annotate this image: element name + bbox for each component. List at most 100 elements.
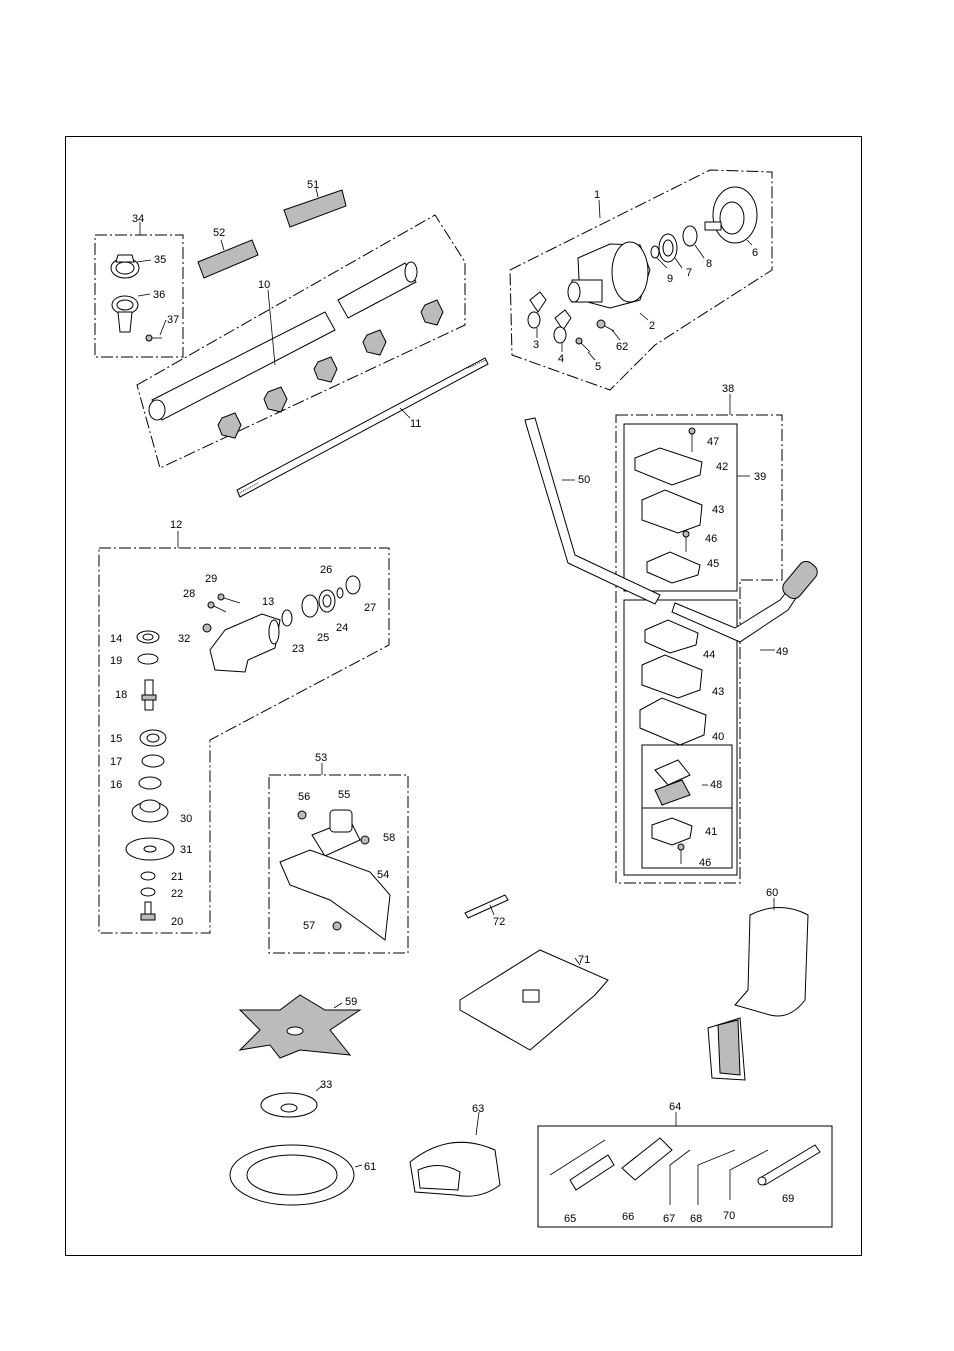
- label-51: 51: [307, 179, 319, 191]
- screw-32-drawing: [202, 623, 212, 633]
- label-6: 6: [752, 247, 758, 259]
- clutch-drum-6-drawing: [704, 186, 758, 244]
- drive-shaft-11-drawing: [236, 357, 489, 498]
- label-54: 54: [377, 869, 389, 881]
- label-62: 62: [616, 341, 628, 353]
- label-60: 60: [766, 887, 778, 899]
- label-21: 21: [171, 871, 183, 883]
- clamp-43b-drawing: [641, 654, 703, 699]
- label-45: 45: [707, 558, 719, 570]
- label-59: 59: [345, 996, 357, 1008]
- label-72: 72: [493, 916, 505, 928]
- label-46a: 46: [705, 533, 717, 545]
- label-4: 4: [558, 353, 564, 365]
- clamp-36-drawing: [111, 295, 139, 333]
- bearing-25-drawing: [301, 594, 319, 618]
- guard-ring-61-drawing: [229, 1144, 355, 1206]
- label-41: 41: [705, 826, 717, 838]
- washer-19-drawing: [137, 653, 159, 665]
- label-66: 66: [622, 1211, 634, 1223]
- label-70: 70: [723, 1210, 735, 1222]
- label-47: 47: [707, 436, 719, 448]
- label-43b: 43: [712, 686, 724, 698]
- bearing-7-drawing: [658, 233, 678, 263]
- group-41-box: [641, 807, 733, 869]
- bracket-55-drawing: [311, 809, 361, 857]
- group-10-box: [136, 214, 466, 469]
- harness-60-drawing: [707, 907, 809, 1081]
- label-9: 9: [667, 273, 673, 285]
- label-39: 39: [754, 471, 766, 483]
- goggles-63-drawing: [409, 1141, 501, 1197]
- guard-54-drawing: [279, 849, 391, 941]
- plate-71-drawing: [459, 949, 609, 1051]
- label-55: 55: [338, 789, 350, 801]
- screw-56-drawing: [297, 810, 307, 820]
- label-3: 3: [533, 339, 539, 351]
- screw-5-drawing: [575, 337, 591, 353]
- label-43a: 43: [712, 504, 724, 516]
- group-38-box: [615, 414, 783, 884]
- collar-30-drawing: [131, 799, 169, 823]
- label-18: 18: [115, 689, 127, 701]
- label-14: 14: [110, 633, 122, 645]
- label-65: 65: [564, 1213, 576, 1225]
- label-68: 68: [690, 1213, 702, 1225]
- clamp-4-drawing: [553, 309, 572, 344]
- label-50: 50: [578, 474, 590, 486]
- label-71: 71: [578, 954, 590, 966]
- label-53: 53: [315, 752, 327, 764]
- handle-50-drawing: [524, 417, 661, 605]
- group-64-box: [537, 1125, 833, 1228]
- label-33: 33: [320, 1079, 332, 1091]
- sleeve-51-drawing: [283, 189, 347, 228]
- snap-ring-16-drawing: [138, 776, 162, 790]
- clamp-45-drawing: [646, 551, 701, 584]
- tool-65-drawing: [549, 1139, 615, 1191]
- bearing-24-drawing: [318, 589, 336, 613]
- label-24: 24: [336, 622, 348, 634]
- label-44: 44: [703, 649, 715, 661]
- label-67: 67: [663, 1213, 675, 1225]
- label-34: 34: [132, 213, 144, 225]
- group-12-box: [98, 547, 390, 934]
- screw-62-drawing: [596, 319, 615, 332]
- tool-69-drawing: [757, 1144, 821, 1186]
- clamp-35-drawing: [110, 254, 140, 279]
- label-17: 17: [110, 756, 122, 768]
- holder-33-drawing: [260, 1092, 318, 1118]
- screw-57-drawing: [332, 921, 342, 931]
- snap-ring-8-drawing: [682, 225, 698, 247]
- group-40-box: [623, 599, 738, 876]
- label-38: 38: [722, 383, 734, 395]
- handle-49-drawing: [671, 561, 818, 643]
- label-1: 1: [594, 189, 600, 201]
- label-36: 36: [153, 289, 165, 301]
- bolt-29-drawing: [217, 593, 241, 604]
- label-8: 8: [706, 258, 712, 270]
- label-10: 10: [258, 279, 270, 291]
- label-25: 25: [317, 632, 329, 644]
- blade-59-drawing: [238, 994, 362, 1059]
- gear-case-13-drawing: [209, 613, 281, 673]
- label-63: 63: [472, 1103, 484, 1115]
- holder-31-drawing: [125, 837, 175, 861]
- bolt-47-drawing: [688, 427, 696, 452]
- label-52: 52: [213, 227, 225, 239]
- screw-37-drawing: [145, 334, 162, 342]
- collar-23-drawing: [281, 609, 293, 627]
- cover-42-drawing: [634, 447, 703, 486]
- clamp-3-drawing: [527, 291, 547, 329]
- bolt-20-drawing: [140, 901, 156, 921]
- label-32: 32: [178, 633, 190, 645]
- label-35: 35: [154, 254, 166, 266]
- bolt-46a-drawing: [682, 530, 690, 552]
- clamp-43a-drawing: [641, 489, 703, 534]
- tool-68-drawing: [697, 1149, 736, 1205]
- nut-58-drawing: [360, 835, 370, 845]
- label-37: 37: [167, 314, 179, 326]
- clamp-41-drawing: [651, 817, 693, 846]
- label-7: 7: [686, 267, 692, 279]
- group-53-box: [268, 774, 409, 954]
